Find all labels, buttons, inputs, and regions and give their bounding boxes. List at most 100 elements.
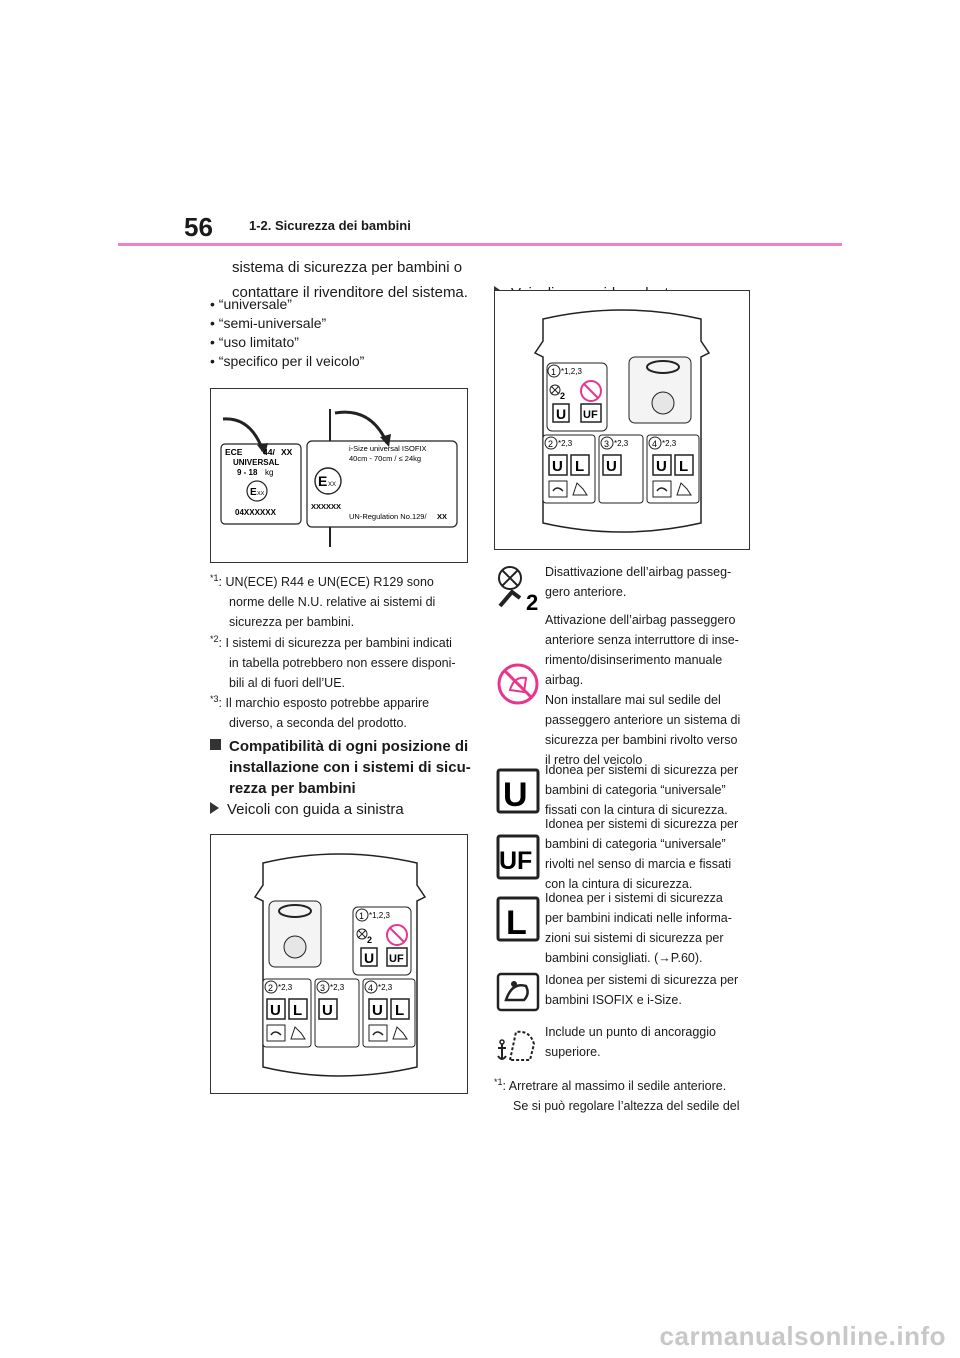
footnote-line: in tabella potrebbero non essere disponi… [229,656,456,671]
header-divider [118,243,842,246]
section-heading: Compatibilità di ogni posizione di insta… [210,736,480,799]
seat-number-badge [264,980,278,994]
u-text: U [606,458,617,475]
uf-badge-icon [580,403,602,423]
u-badge-icon [652,454,672,476]
isofix-seat-shape [372,1031,384,1036]
square-bullet-icon [210,739,221,750]
driver-head [283,935,307,959]
footnote-mark: *1 [494,1077,503,1087]
legend-line: Non installare mai sul sedile del [545,693,721,707]
l-text: L [293,1002,302,1019]
footnote-line: sicurezza per bambini. [229,615,355,630]
approval-labels-figure: ECE 44/ XX UNIVERSAL 9 - 18 kg E XX 04XX… [210,388,468,563]
isize-range: 40cm - 70cm / ≤ 24kg [349,454,421,463]
xx-text: XX [281,447,293,457]
l-text: L [679,458,688,475]
u-badge-icon [602,454,622,476]
isofix-icon [652,480,672,498]
lhd-diagram-svg: 1 *1,2,3 2 U UF 2 *2,3 3 *2,3 4 *2,3 U L… [253,853,427,1077]
footnote-line: diverso, a seconda del prodotto. [229,716,407,731]
legend-no-rear-facing: Attivazione dell’airbag passeggero anter… [545,610,755,770]
intro-line-1: sistema di sicurezza per bambini o [232,259,463,276]
legend-line: Idonea per sistemi di sicurezza per [545,973,739,987]
kg-text: kg [265,468,273,477]
e-mark-text: E [318,473,327,489]
legend-line: bambini ISOFIX e i-Size. [545,993,682,1007]
e-mark-sub: XX [328,482,336,488]
u-badge-icon [266,998,286,1020]
universal-uf-icon: UF [496,834,540,880]
uf-badge-icon [386,947,408,967]
footnote-mark: *1 [210,573,219,583]
legend-line: superiore. [545,1045,601,1059]
seat-footnote-ref: *2,3 [614,439,629,448]
prohibit-slash [583,383,599,399]
legend-line: il retro del veicolo [545,753,643,767]
uf-text: UF [583,409,598,421]
uf-text: UF [389,953,404,965]
isize-code: XXXXXX [311,502,341,511]
seat-number-badge [600,436,614,450]
seat-number-badge [355,908,369,922]
isofix-seat-shape [552,487,564,492]
arrow-head-icon [380,434,391,447]
seat-number: 3 [604,439,609,449]
l-badge-icon [570,454,590,476]
universal-text: UNIVERSAL [233,458,279,467]
list-item: • “uso limitato” [210,334,299,350]
universal-u-icon: U [496,768,540,814]
legend-isofix: Idonea per sistemi di sicurezza per bamb… [545,970,755,1010]
regulation-xx: XX [437,512,447,521]
approval-code: 04XXXXXX [235,508,277,517]
arrow-head-icon [257,443,268,455]
legend-line: passeggero anteriore un sistema di [545,713,741,727]
top-tether-icon [497,1030,536,1061]
r129-label [306,440,458,528]
airbag-off-icon: 2 [498,566,538,612]
steering-wheel-icon [646,360,680,374]
seat-footnote-ref: *2,3 [330,983,345,992]
regulation-text: UN-Regulation No.129/ [349,512,427,521]
list-item: • “semi-universale” [210,315,327,331]
footnote-2: *2: I sistemi di sicurezza per bambini i… [210,629,470,693]
seat-footnote-ref: *2,3 [558,439,573,448]
rhd-seat-diagram: 1 *1,2,3 2 U UF 2 *2,3 3 *2,3 4 *2,3 U L [494,290,750,550]
l-badge-icon [674,454,694,476]
u-text: U [364,950,374,966]
legend-line: zioni sui sistemi di sicurezza per [545,931,724,945]
seat-number-badge [547,364,561,378]
legend-line: bambini consigliati. (→P.60). [545,951,703,965]
seat-number: 2 [548,439,553,449]
triangle-bullet-icon [210,802,219,814]
l-badge-icon [390,998,410,1020]
u-text: U [656,458,667,475]
e-mark-icon [246,480,268,502]
seat-number: 4 [368,983,373,993]
legend-line: Idonea per i sistemi di sicurezza [545,891,723,905]
seat-number: 1 [551,367,556,377]
seat-footnote-ref: *2,3 [662,439,677,448]
list-item: • “universale” [210,296,292,312]
isize-title: i-Size universal ISOFIX [349,444,427,453]
approval-labels-svg: ECE 44/ XX UNIVERSAL 9 - 18 kg E XX 04XX… [220,409,458,547]
legend-airbag-off: Disattivazione dell’airbag passeg- gero … [545,562,755,602]
footnote-mark: *3 [210,694,219,704]
e-mark-icon [314,467,342,495]
airbag-two: 2 [367,935,372,945]
legend-line: Attivazione dell’airbag passeggero [545,613,736,627]
driver-head [651,391,675,415]
isofix-seat-shape [270,1031,282,1036]
legend-line: Idonea per sistemi di sicurezza per [545,763,739,777]
seat-number-badge [364,980,378,994]
lhd-label: Veicoli con guida a sinistra [210,798,404,821]
seat-number-badge [544,436,558,450]
category-list: • “universale” • “semi-universale” • “us… [210,295,364,371]
legend-line: rimento/disinserimento manuale [545,653,723,667]
limited-l-icon: L [496,896,540,942]
seat-footnote-ref: *1,2,3 [369,911,390,920]
legend-line: Idonea per sistemi di sicurezza per [545,817,739,831]
footnote-line: norme delle N.U. relative ai sistemi di [229,595,436,610]
uf-text: UF [499,847,532,875]
footnote-line: bili al di fuori dell’UE. [229,676,346,691]
